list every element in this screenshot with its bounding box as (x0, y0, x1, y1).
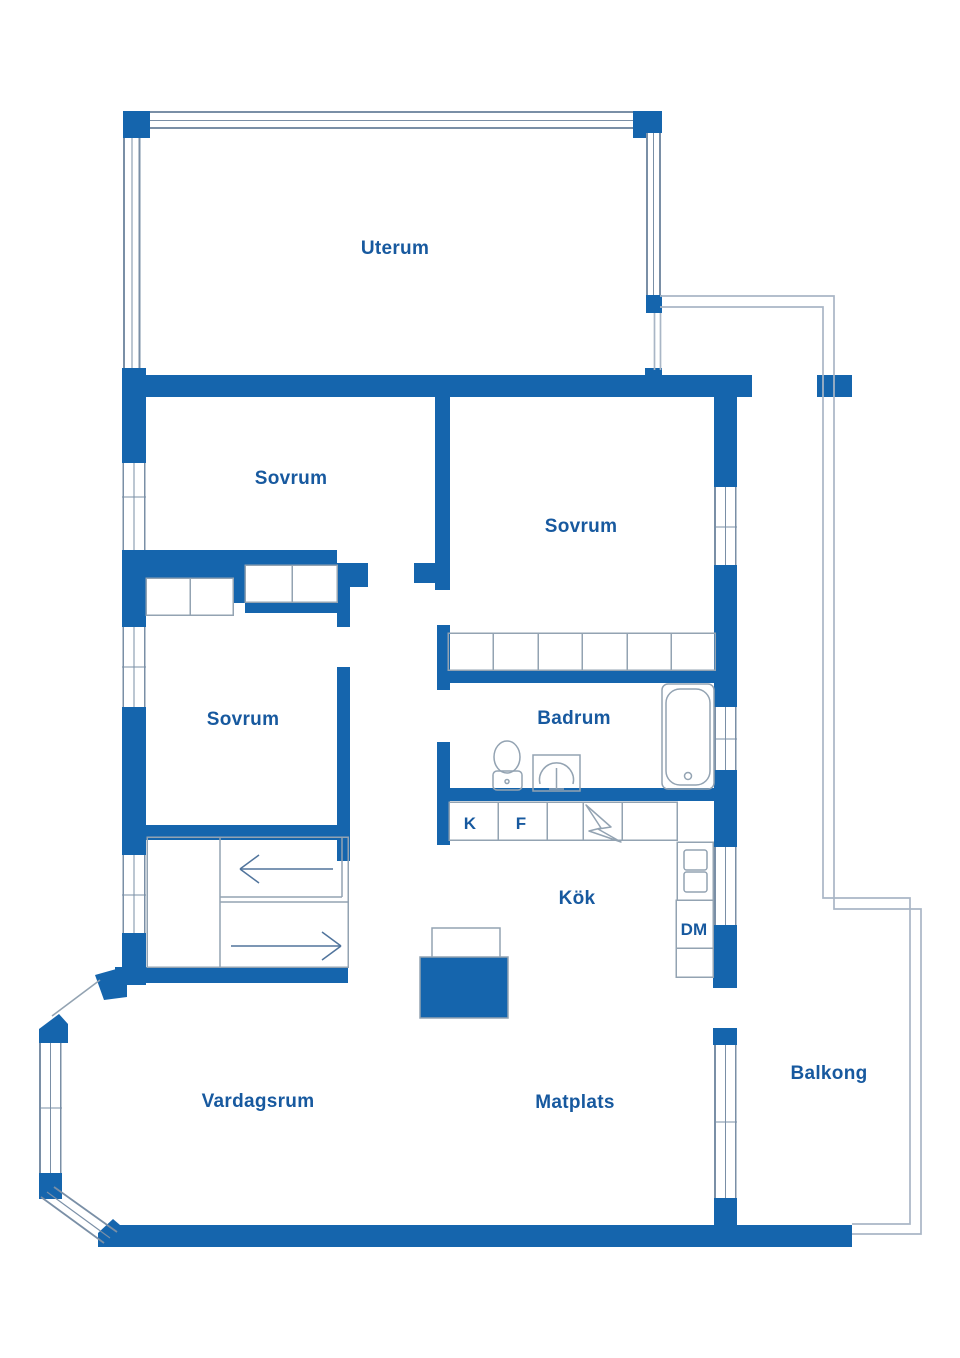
closet-hall-right (244, 564, 338, 603)
walls (39, 111, 852, 1247)
appliance-label-freezer: F (516, 814, 527, 833)
closets (145, 564, 716, 671)
bay-corner-walls (39, 966, 127, 1247)
sliding-wardrobe (146, 836, 349, 968)
window-matplats (714, 1045, 737, 1198)
window-uterum-right (646, 133, 662, 295)
window-badrum (714, 707, 737, 770)
room-label-matplats: Matplats (535, 1092, 614, 1113)
kitchen-island (419, 927, 509, 1019)
window-kok (714, 847, 737, 925)
room-label-sovrum-3: Sovrum (207, 709, 280, 730)
sink-icon (532, 754, 581, 792)
window-uterum-top (150, 111, 633, 129)
windows (39, 111, 737, 1198)
appliance-label-dishwasher: DM (681, 920, 708, 939)
window-sovrum3 (122, 627, 146, 707)
window-hall (122, 855, 146, 933)
window-bay-diagonal (40, 1186, 118, 1244)
window-uterum-left (123, 138, 141, 368)
bathtub-icon (661, 683, 715, 790)
room-label-badrum: Badrum (537, 708, 611, 729)
window-sovrum2 (714, 487, 737, 565)
kitchen-counter (448, 801, 714, 978)
sliding-door-arrow-left-icon (239, 854, 333, 884)
window-bay (39, 1043, 62, 1173)
room-labels: Uterum Sovrum Sovrum Sovrum Badrum Kök M… (202, 238, 868, 1113)
room-label-kok: Kök (559, 888, 596, 909)
sliding-door-arrow-right-icon (231, 931, 342, 961)
balcony-railing (653, 295, 922, 1235)
closet-sovrum2-row (447, 632, 716, 671)
appliance-label-fridge: K (464, 814, 477, 833)
closet-hall-left (145, 577, 234, 616)
room-label-uterum: Uterum (361, 238, 429, 259)
room-label-sovrum-1: Sovrum (255, 468, 328, 489)
window-sovrum1 (122, 463, 146, 550)
room-label-balkong: Balkong (790, 1063, 867, 1084)
double-sink-icon (683, 849, 708, 893)
stove-icon (585, 804, 622, 843)
room-label-vardagsrum: Vardagsrum (202, 1091, 315, 1112)
toilet-icon (492, 740, 523, 791)
room-label-sovrum-2: Sovrum (545, 516, 618, 537)
